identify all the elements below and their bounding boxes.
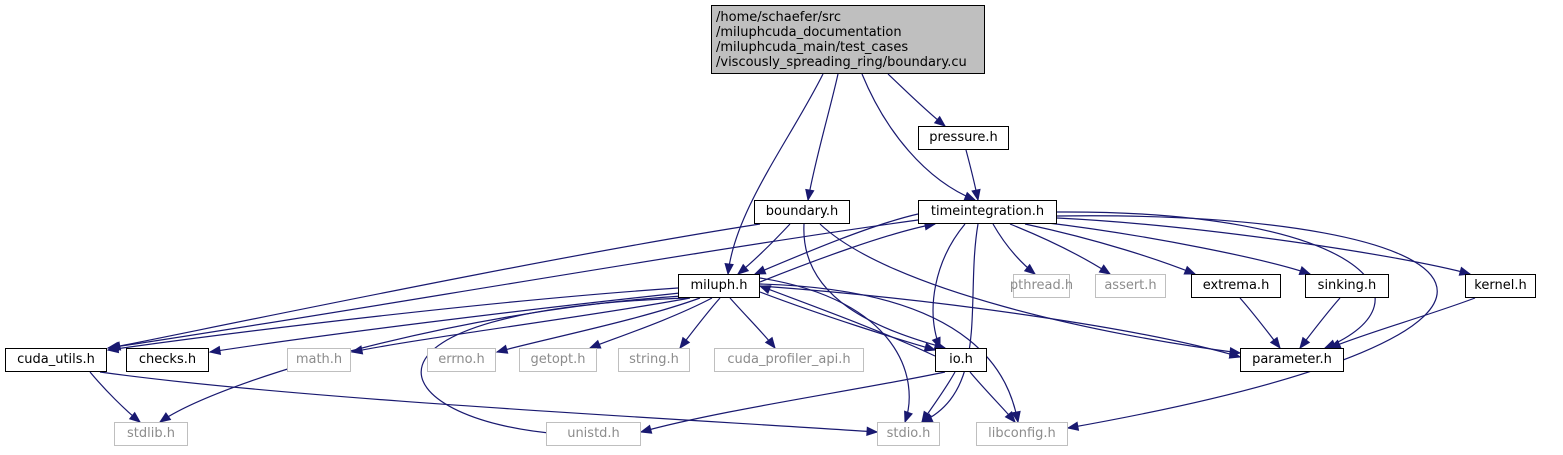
edge-root-to-timeintegration	[861, 73, 976, 201]
arrowhead-miluph-to-libconfig	[1011, 410, 1021, 424]
arrowhead-timeintegration-to-pthread	[1023, 263, 1037, 275]
node-timeintegration-h[interactable]: timeintegration.h	[918, 200, 1057, 224]
edge-timeintegration-to-kernel	[1056, 217, 1471, 275]
node-pressure-h[interactable]: pressure.h	[918, 126, 1009, 150]
edge-miluph-to-getopt	[589, 297, 713, 349]
arrowhead-miluph-to-stdio	[904, 410, 913, 424]
edge-miluph-to-io	[759, 291, 936, 351]
edge-boundary-to-cuda_utils	[109, 223, 761, 349]
node-io-h[interactable]: io.h	[935, 348, 987, 372]
node-sinking-h[interactable]: sinking.h	[1305, 274, 1389, 298]
node-checks-h[interactable]: checks.h	[126, 348, 209, 372]
node-kernel-h[interactable]: kernel.h	[1465, 274, 1536, 298]
arrowhead-miluph-to-io	[923, 342, 937, 352]
node-libconfig-h: libconfig.h	[976, 422, 1068, 446]
arrowhead-miluph-to-errno	[495, 344, 509, 354]
edge-root-to-miluph	[727, 73, 824, 275]
edge-cuda_utils-to-stdlib	[89, 371, 141, 423]
edge-timeintegration-to-parameter	[1056, 211, 1376, 349]
edge-miluph-to-timeintegration	[759, 223, 936, 283]
arrowhead-timeintegration-to-miluph	[753, 265, 767, 275]
arrowhead-miluph-to-parameter	[1228, 349, 1242, 359]
arrowhead-pressure-to-timeintegration	[971, 188, 981, 202]
edge-boundary-to-parameter	[819, 223, 1241, 354]
edge-boundary-to-io	[803, 223, 946, 349]
root-path-line: /viscously_spreading_ring/boundary.cu	[716, 54, 967, 70]
arrowhead-timeintegration-to-assert	[1098, 264, 1112, 275]
arrowhead-io-to-libconfig	[1004, 410, 1016, 424]
arrowhead-timeintegration-to-extrema	[1183, 265, 1197, 275]
edge-io-to-unistd	[640, 371, 946, 433]
arrowhead-io-to-stdio	[921, 410, 932, 424]
edge-miluph-to-parameter	[759, 285, 1241, 358]
arrowhead-boundary-to-miluph	[736, 263, 750, 275]
node-stdlib-h: stdlib.h	[114, 422, 188, 446]
edge-timeintegration-to-miluph	[754, 213, 919, 275]
root-path-line: /miluphcuda_main/test_cases	[716, 39, 909, 55]
node-miluph-h[interactable]: miluph.h	[678, 274, 760, 298]
edge-root-to-boundary	[807, 73, 839, 201]
edge-miluph-to-errno	[496, 297, 701, 353]
node-boundary-h[interactable]: boundary.h	[754, 200, 850, 224]
edge-miluph-to-math	[351, 297, 691, 353]
arrowhead-miluph-to-string	[679, 336, 691, 350]
arrowhead-miluph-to-cuda_profiler_api	[764, 336, 776, 350]
edge-timeintegration-to-extrema	[1024, 223, 1196, 275]
edge-kernel-to-parameter	[1329, 297, 1476, 349]
arrowhead-miluph-to-cuda_utils	[106, 343, 120, 354]
arrowhead-sinking-to-parameter	[1299, 336, 1311, 350]
arrowhead-io-to-unistd	[639, 424, 653, 434]
edge-miluph-to-checks	[209, 292, 681, 353]
arrowhead-kernel-to-parameter	[1328, 339, 1342, 349]
arrowhead-timeintegration-to-sinking	[1298, 266, 1312, 276]
node-pthread-h: pthread.h	[1010, 274, 1073, 298]
node-string-h: string.h	[618, 348, 690, 372]
edge-boundary-to-miluph	[737, 223, 791, 275]
edge-io-to-miluph	[759, 285, 936, 357]
edge-root-to-pressure	[887, 73, 946, 127]
arrowhead-timeintegration-to-io	[931, 336, 941, 350]
node-boundary-cu[interactable]: /home/schaefer/src /miluphcuda_documenta…	[711, 5, 985, 74]
edge-timeintegration-to-sinking	[1039, 221, 1311, 275]
edge-timeintegration-to-stdio	[921, 223, 979, 423]
node-math-h: math.h	[287, 348, 351, 372]
node-stdio-h: stdio.h	[877, 422, 940, 446]
root-path-line: /home/schaefer/src	[716, 9, 842, 25]
arrowhead-timeintegration-to-libconfig	[1066, 421, 1080, 431]
arrowhead-miluph-to-getopt	[588, 339, 602, 349]
node-cuda-utils-h[interactable]: cuda_utils.h	[5, 348, 107, 372]
arrowhead-miluph-to-checks	[208, 345, 222, 356]
node-errno-h: errno.h	[427, 348, 496, 372]
node-parameter-h[interactable]: parameter.h	[1240, 348, 1344, 372]
edge-miluph-to-stdio	[759, 277, 910, 423]
arrowhead-cuda_utils-to-stdlib	[128, 411, 142, 423]
node-getopt-h: getopt.h	[519, 348, 597, 372]
node-cuda-profiler-api-h: cuda_profiler_api.h	[714, 348, 864, 372]
arrowhead-cuda_utils-to-stdio	[866, 426, 879, 437]
arrowhead-root-to-miluph	[724, 263, 734, 276]
edge-timeintegration-to-libconfig	[1056, 215, 1438, 429]
node-unistd-h: unistd.h	[546, 422, 641, 446]
edge-miluph-to-libconfig	[759, 283, 1019, 423]
edge-timeintegration-to-io	[932, 223, 966, 349]
edge-cuda_utils-to-stdio	[99, 371, 878, 433]
root-path-line: /miluphcuda_documentation	[716, 24, 902, 40]
arrowhead-root-to-pressure	[933, 115, 947, 127]
node-assert-h: assert.h	[1095, 274, 1166, 298]
edge-timeintegration-to-cuda_utils	[107, 219, 919, 349]
arrowhead-timeintegration-to-kernel	[1458, 266, 1472, 276]
arrowhead-extrema-to-parameter	[1269, 336, 1281, 350]
arrowhead-root-to-boundary	[805, 188, 815, 202]
edge-miluph-to-cuda_utils	[107, 287, 679, 351]
edge-miluph-to-unistd	[420, 297, 689, 435]
node-extrema-h[interactable]: extrema.h	[1191, 274, 1281, 298]
arrowhead-miluph-to-stdlib	[158, 412, 172, 423]
